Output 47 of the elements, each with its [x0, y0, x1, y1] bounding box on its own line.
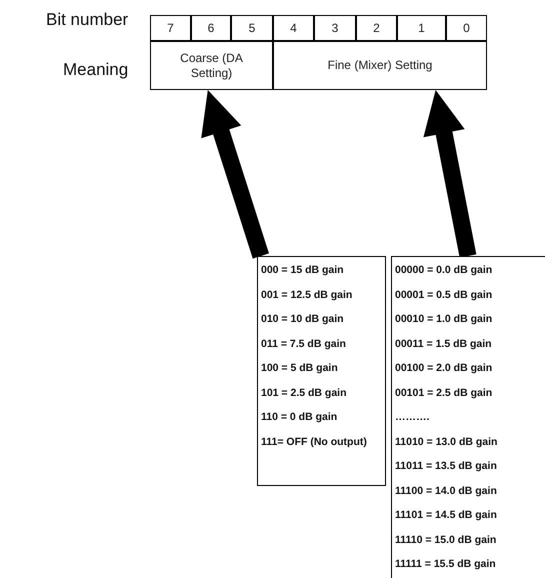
gain-entry: 001 = 12.5 dB gain — [261, 288, 354, 302]
gain-entry: 00001 = 0.5 dB gain — [395, 288, 494, 302]
gain-entry: ………. — [395, 410, 430, 425]
gain-entry: 110 = 0 dB gain — [261, 410, 338, 425]
gain-entry: 11010 = 13.0 dB gain — [395, 434, 498, 450]
gain-entry: 11111 = 15.5 dB gain — [395, 557, 497, 572]
gain-entry: 00010 = 1.0 dB gain — [395, 312, 494, 327]
gain-entry: 00101 = 2.5 dB gain — [395, 386, 494, 400]
gain-entry: 101 = 2.5 dB gain — [261, 386, 348, 400]
gain-entry: 11110 = 15.0 dB gain — [395, 532, 498, 548]
gain-entry: 11100 = 14.0 dB gain — [395, 484, 498, 498]
gain-entry: 010 = 10 dB gain — [261, 312, 345, 327]
bit-number-cell — [314, 15, 356, 41]
bit-number-cell — [273, 15, 314, 41]
meaning-cell — [273, 41, 487, 90]
bit-number-cell — [356, 15, 397, 41]
gain-entry: 00000 = 0.0 dB gain — [395, 263, 494, 278]
bit-number-cell — [150, 15, 191, 41]
cell-text: Fine (Mixer) Setting — [328, 58, 432, 73]
arrow — [201, 90, 269, 259]
gain-entry: 11101 = 14.5 dB gain — [395, 508, 498, 523]
cell-text: 7 — [167, 20, 174, 36]
cell-text: 0 — [463, 20, 470, 36]
gain-entry: 00100 = 2.0 dB gain — [395, 361, 494, 376]
bit-number-cell — [446, 15, 487, 41]
cell-text: 6 — [208, 20, 214, 36]
meaning-cell — [150, 41, 273, 90]
row-label: Meaning — [63, 60, 128, 80]
cell-text: 3 — [332, 20, 338, 36]
gain-entry: 00011 = 1.5 dB gain — [395, 336, 493, 352]
cell-text: 1 — [418, 20, 425, 36]
cell-text: 2 — [373, 20, 380, 36]
gain-table — [391, 256, 545, 578]
gain-table — [257, 256, 386, 486]
gain-entry: 011 = 7.5 dB gain — [261, 336, 347, 352]
bit-number-cell — [191, 15, 231, 41]
cell-text: Coarse (DA Setting) — [179, 50, 244, 80]
bit-number-cell — [231, 15, 273, 41]
cell-text: 4 — [290, 20, 297, 36]
gain-entry: 111= OFF (No output) — [261, 434, 368, 450]
cell-text: 5 — [248, 20, 256, 36]
gain-entry: 11011 = 13.5 dB gain — [395, 459, 498, 474]
row-label: Bit number — [46, 10, 128, 30]
bit-number-cell — [397, 15, 446, 41]
arrow — [423, 90, 476, 258]
gain-entry: 100 = 5 dB gain — [261, 361, 339, 376]
gain-entry: 000 = 15 dB gain — [261, 263, 345, 278]
